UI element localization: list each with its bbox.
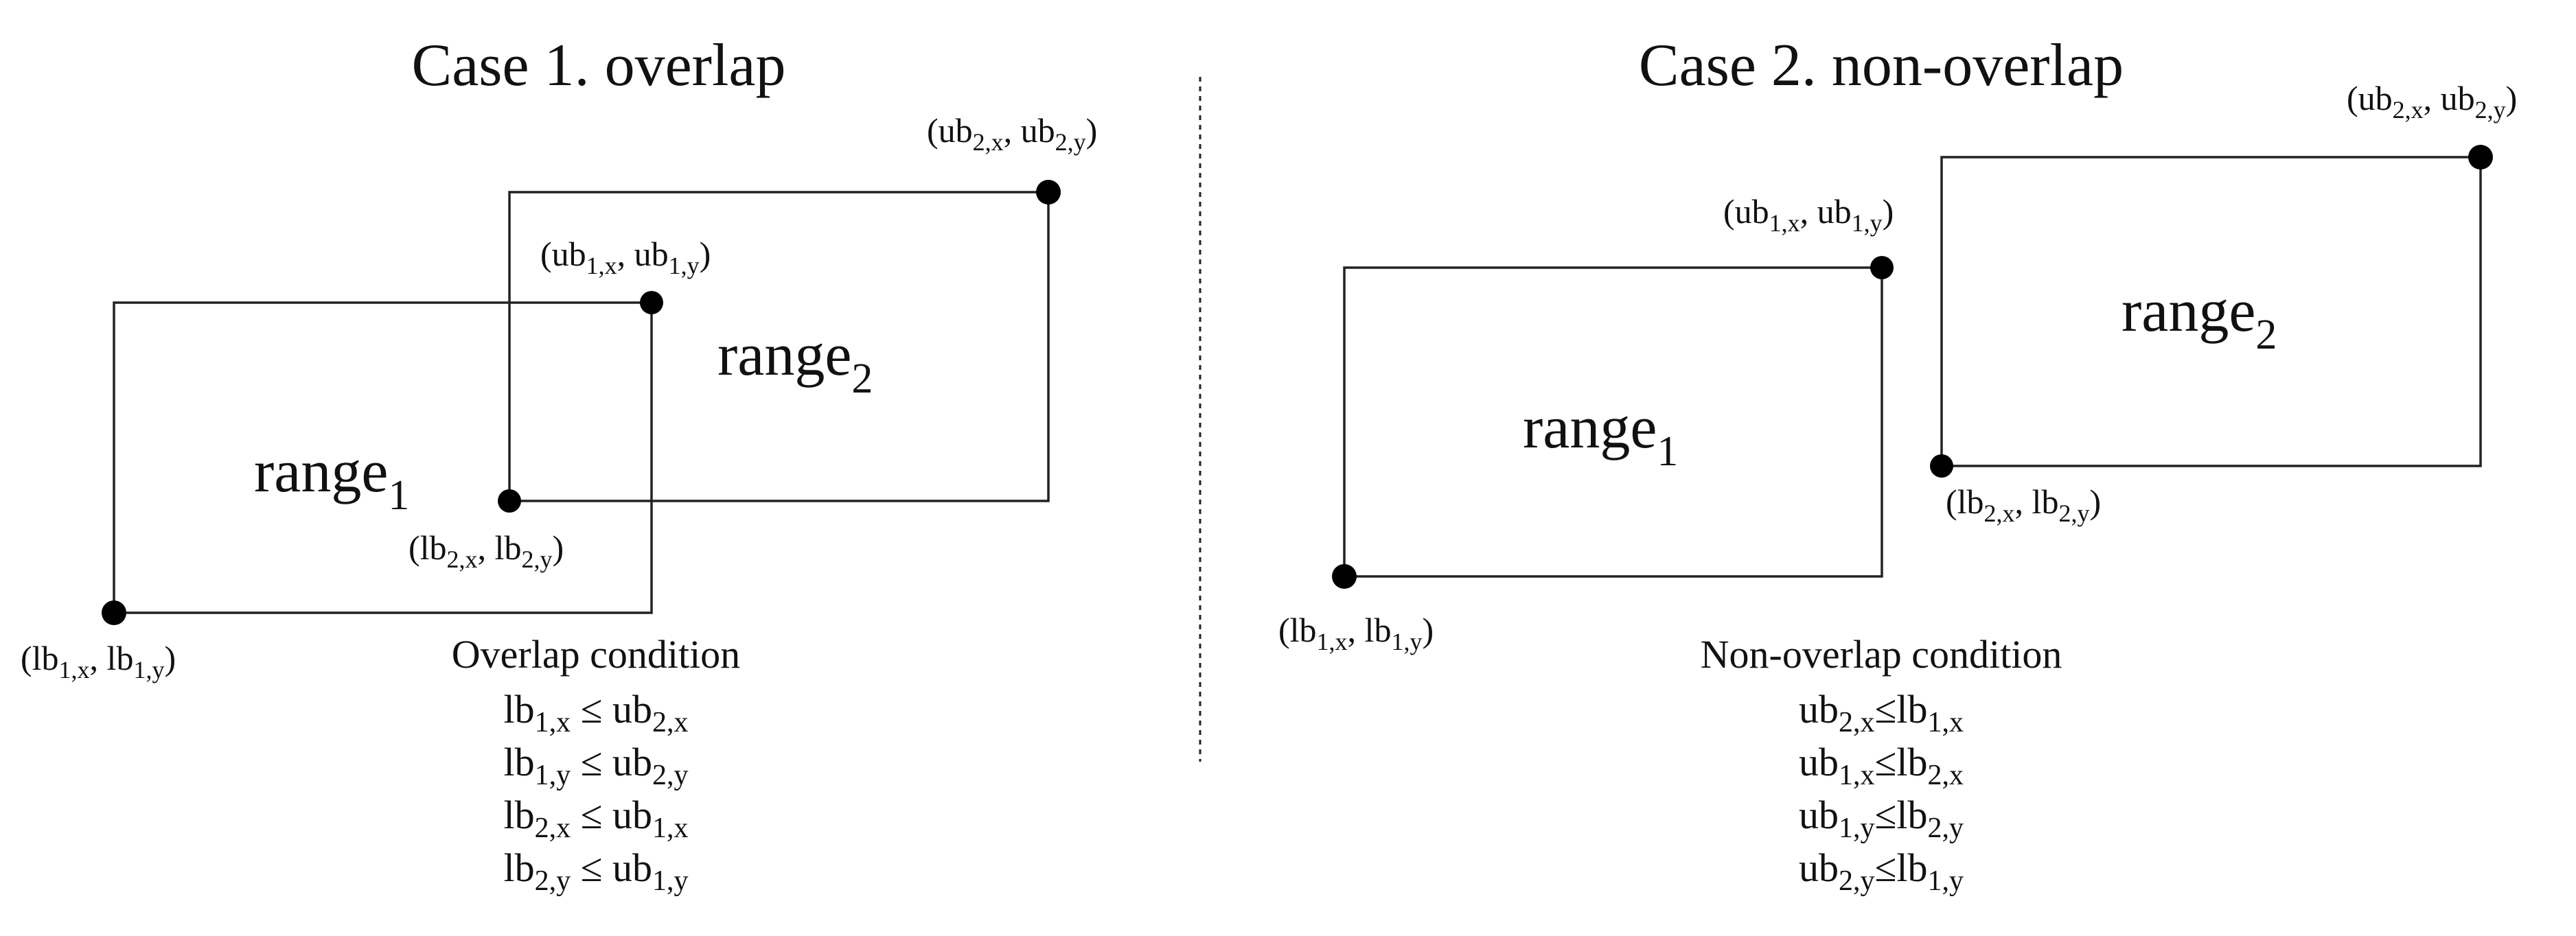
case2-ub2-open: (ub bbox=[2347, 79, 2393, 117]
case2-range1-base: range bbox=[1523, 395, 1657, 461]
case2-lb2-sub1: 2,x bbox=[1984, 500, 2015, 527]
case2-title: Case 2. non-overlap bbox=[1639, 32, 2124, 99]
case1-title: Case 1. overlap bbox=[412, 32, 786, 99]
case1-range1-base: range bbox=[254, 438, 388, 505]
case1-ub1-mid: , ub bbox=[617, 235, 669, 273]
case1-ub1-label: (ub1,x, ub1,y) bbox=[540, 235, 711, 279]
case1-range2-label: range2 bbox=[717, 322, 873, 402]
case1-ub2-mid: , ub bbox=[1004, 111, 1055, 150]
case1-condition-1: lb1,x ≤ ub2,x bbox=[504, 687, 689, 738]
case2-ub1-point bbox=[1870, 256, 1894, 279]
case2-lb2-open: (lb bbox=[1946, 482, 1984, 521]
case2-lb2-point bbox=[1930, 454, 1953, 478]
case1-lb2-mid: , lb bbox=[478, 528, 522, 567]
case2-ub1-mid: , ub bbox=[1800, 192, 1852, 231]
case1-condition-4: lb2,y ≤ ub1,y bbox=[504, 845, 689, 897]
case1-ub2-sub1: 2,x bbox=[973, 128, 1004, 156]
case1-range2-box bbox=[508, 191, 1050, 502]
case2-ub2-close: ) bbox=[2506, 79, 2518, 117]
case2-ub1-sub2: 1,y bbox=[1852, 209, 1883, 237]
case1-lb2-close: ) bbox=[552, 528, 564, 567]
case2-ub2-sub2: 2,y bbox=[2475, 96, 2506, 124]
case2-condition-title: Non-overlap condition bbox=[1701, 632, 2062, 677]
case1-lb1-sub1: 1,x bbox=[59, 656, 90, 683]
case1-ub2-close: ) bbox=[1086, 111, 1098, 150]
case2-ub1-sub1: 1,x bbox=[1769, 209, 1800, 237]
case2-range2-box bbox=[1940, 156, 2482, 467]
case1-condition-2: lb1,y ≤ ub2,y bbox=[504, 740, 689, 791]
case2-lb1-sub1: 1,x bbox=[1317, 628, 1348, 655]
case2-ub2-sub1: 2,x bbox=[2393, 96, 2424, 124]
case1-lb1-close: ) bbox=[164, 639, 176, 677]
case2-range2-sub: 2 bbox=[2255, 312, 2277, 358]
case1-ub2-label: (ub2,x, ub2,y) bbox=[927, 111, 1097, 156]
case1-range1-box bbox=[113, 301, 653, 614]
case1-condition-3: lb2,x ≤ ub1,x bbox=[504, 793, 689, 844]
case1-lb2-open: (lb bbox=[409, 528, 447, 567]
case1-ub1-point bbox=[640, 291, 663, 314]
case1-ub1-sub2: 1,y bbox=[669, 252, 700, 279]
case2-panel: Case 2. non-overlap range1 range2 (lb1,x… bbox=[1278, 32, 2517, 897]
case1-lb1-open: (lb bbox=[21, 639, 59, 677]
case1-range2-base: range bbox=[717, 322, 851, 388]
case2-lb1-sub2: 1,y bbox=[1391, 628, 1422, 655]
case2-ub1-open: (ub bbox=[1723, 192, 1769, 231]
case2-ub1-close: ) bbox=[1883, 192, 1894, 231]
case2-lb2-mid: , lb bbox=[2015, 482, 2059, 521]
case1-ub1-close: ) bbox=[700, 235, 711, 273]
case2-lb2-sub2: 2,y bbox=[2058, 500, 2089, 527]
case2-lb1-point bbox=[1332, 564, 1357, 589]
case1-ub2-sub2: 2,y bbox=[1055, 128, 1086, 156]
case2-lb1-mid: , lb bbox=[1348, 611, 1392, 649]
case1-lb1-mid: , lb bbox=[90, 639, 134, 677]
case2-ub2-point bbox=[2468, 145, 2493, 169]
case2-ub2-label: (ub2,x, ub2,y) bbox=[2347, 79, 2517, 124]
case2-lb2-close: ) bbox=[2089, 482, 2101, 521]
case2-condition-2: ub1,x≤lb2,x bbox=[1799, 740, 1964, 791]
case2-ub1-label: (ub1,x, ub1,y) bbox=[1723, 192, 1894, 237]
case1-lb1-sub2: 1,y bbox=[133, 656, 164, 683]
case2-lb1-close: ) bbox=[1422, 611, 1434, 649]
case2-ub2-mid: , ub bbox=[2424, 79, 2475, 117]
case1-ub1-sub1: 1,x bbox=[586, 252, 617, 279]
case2-condition-4: ub2,y≤lb1,y bbox=[1799, 845, 1964, 897]
case1-panel: Case 1. overlap range1 range2 (lb1,x, lb… bbox=[21, 32, 1097, 897]
case2-lb1-label: (lb1,x, lb1,y) bbox=[1278, 611, 1434, 655]
case2-range1-sub: 1 bbox=[1657, 428, 1678, 475]
case1-lb2-label: (lb2,x, lb2,y) bbox=[409, 528, 564, 573]
case2-lb1-open: (lb bbox=[1278, 611, 1317, 649]
case2-range1-label: range1 bbox=[1523, 395, 1678, 475]
case2-range1-box bbox=[1343, 266, 1883, 578]
case2-lb2-label: (lb2,x, lb2,y) bbox=[1946, 482, 2101, 527]
case2-condition-3: ub1,y≤lb2,y bbox=[1799, 793, 1964, 844]
case1-lb1-point bbox=[102, 600, 126, 625]
case1-ub2-open: (ub bbox=[927, 111, 973, 150]
case2-range2-base: range bbox=[2121, 278, 2255, 344]
case2-condition-1: ub2,x≤lb1,x bbox=[1799, 687, 1964, 738]
case1-ub2-point bbox=[1036, 180, 1061, 204]
case1-ub1-open: (ub bbox=[540, 235, 586, 273]
case2-range2-label: range2 bbox=[2121, 278, 2277, 358]
case1-lb2-sub1: 2,x bbox=[447, 546, 478, 573]
case1-range2-sub: 2 bbox=[851, 355, 873, 402]
case1-condition-title: Overlap condition bbox=[452, 632, 740, 677]
case1-lb1-label: (lb1,x, lb1,y) bbox=[21, 639, 176, 683]
case1-lb2-point bbox=[498, 489, 521, 513]
case1-lb2-sub2: 2,y bbox=[521, 546, 552, 573]
case1-range1-sub: 1 bbox=[388, 472, 409, 519]
case1-range1-label: range1 bbox=[254, 438, 409, 519]
